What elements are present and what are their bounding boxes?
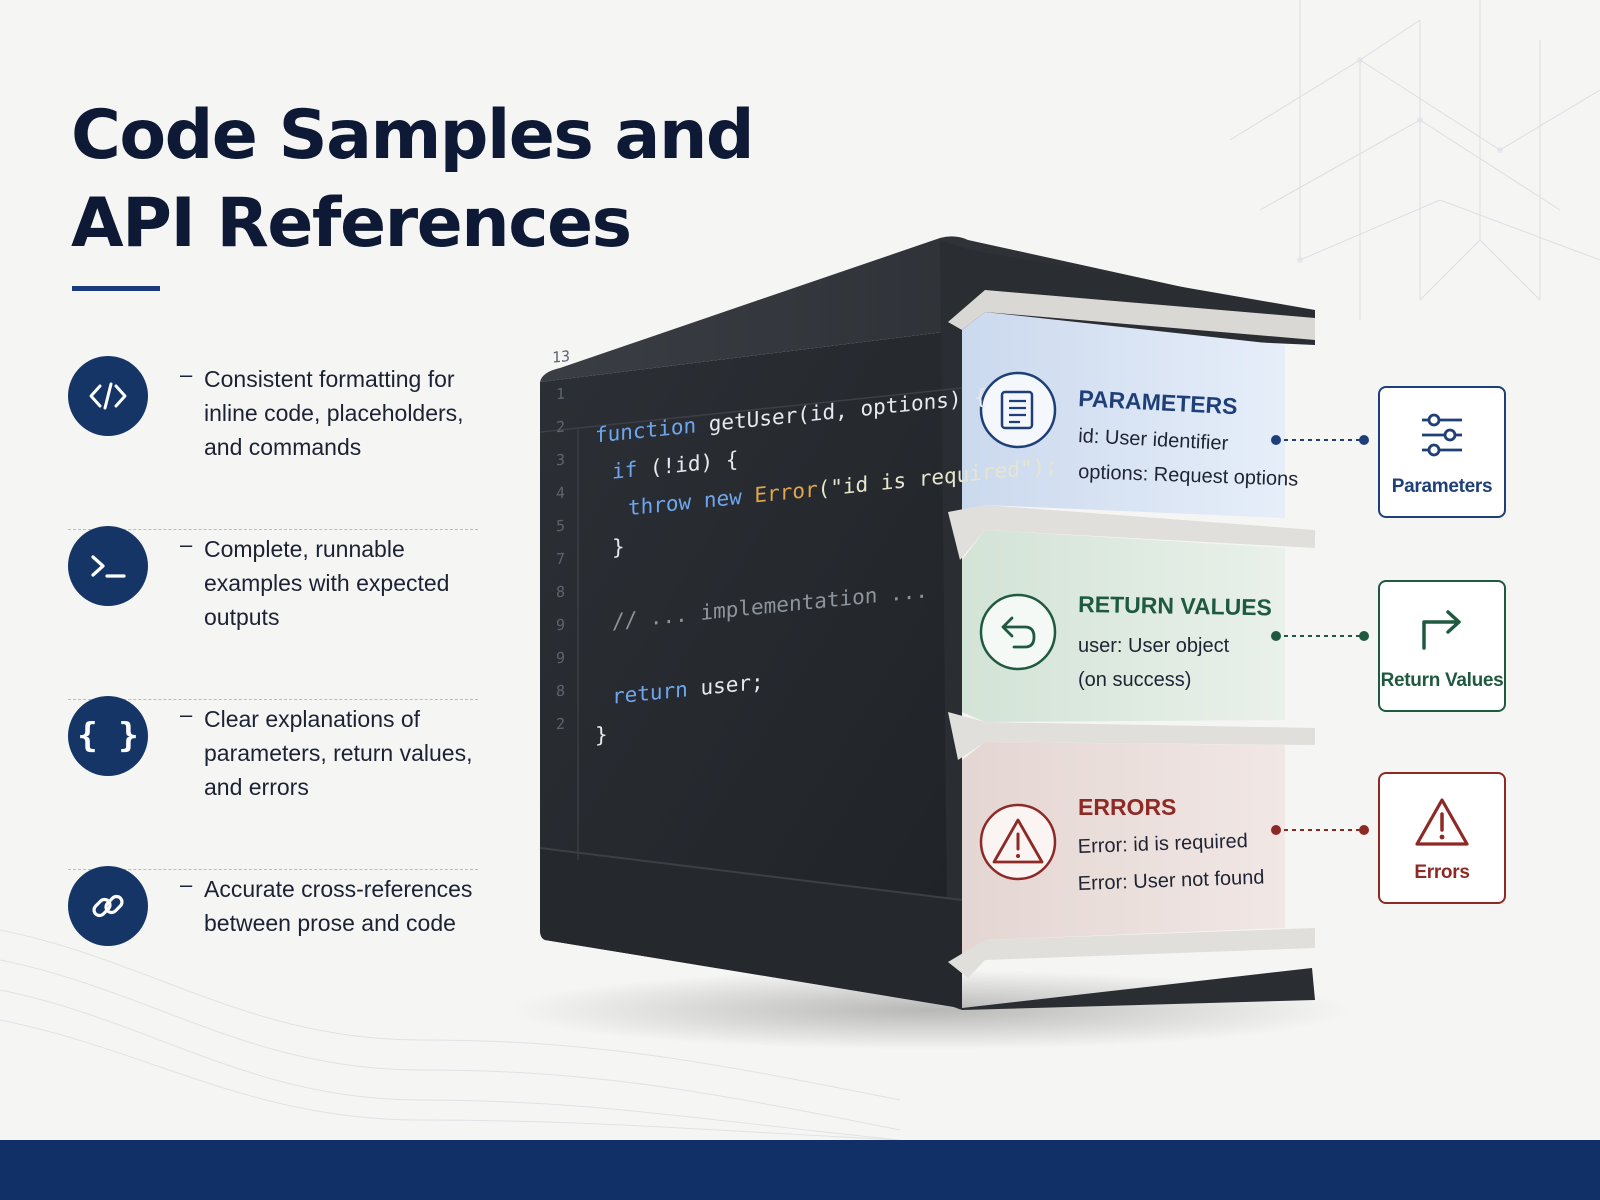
bullet-dash: – <box>180 362 193 387</box>
page-title: Code Samples and API References <box>71 92 755 268</box>
code-brackets-icon <box>68 356 148 436</box>
feature-text: Accurate cross-references between prose … <box>204 876 473 936</box>
list-document-icon <box>979 371 1057 449</box>
bullet-dash: – <box>180 872 193 897</box>
connector-dot <box>1271 435 1281 445</box>
shelf-top <box>948 290 1315 340</box>
turn-right-arrow-icon <box>1380 604 1504 654</box>
warning-triangle-icon <box>979 803 1057 881</box>
errors-card[interactable]: Errors <box>1378 772 1506 904</box>
parameters-panel <box>962 312 1285 518</box>
block-top-face <box>540 236 1310 382</box>
return-values-card[interactable]: Return Values <box>1378 580 1506 712</box>
connector-dot <box>1359 435 1369 445</box>
footer-bar <box>0 1140 1600 1200</box>
connector-dot <box>1271 825 1281 835</box>
terminal-prompt-icon <box>68 526 148 606</box>
shelf-bottom <box>948 928 1315 978</box>
line-number: 9 <box>556 649 565 668</box>
line-number: 8 <box>556 682 565 701</box>
feature-item-explanations: { } – Clear explanations of parameters, … <box>68 696 478 870</box>
warning-triangle-icon <box>1380 796 1504 848</box>
return-values-title: RETURN VALUES <box>1078 591 1272 620</box>
block-base-edge <box>539 847 963 901</box>
errors-title: ERRORS <box>1078 794 1176 820</box>
line-number: 1 <box>556 385 565 404</box>
code-line: } <box>595 721 608 747</box>
title-line-1: Code Samples and <box>71 96 755 175</box>
connector-dot <box>1359 631 1369 641</box>
errors-panel <box>962 742 1285 960</box>
line-number: 2 <box>556 418 565 437</box>
feature-list: – Consistent formatting for inline code,… <box>68 356 478 1040</box>
code-line: } <box>612 534 625 560</box>
line-number: 3 <box>556 451 565 470</box>
connector-dot <box>1271 631 1281 641</box>
block-front-face <box>540 330 960 1008</box>
bullet-dash: – <box>180 532 193 557</box>
title-underline <box>72 286 160 291</box>
feature-text: Consistent formatting for inline code, p… <box>204 366 464 460</box>
feature-item-cross-references: – Accurate cross-references between pros… <box>68 866 478 1040</box>
link-chain-icon <box>68 866 148 946</box>
connector-dot <box>1359 825 1369 835</box>
line-number: 4 <box>556 484 565 503</box>
return-arrow-icon <box>979 593 1057 671</box>
title-line-2: API References <box>71 184 632 263</box>
feature-text: Clear explanations of parameters, return… <box>204 706 473 800</box>
shelf-1 <box>948 505 1315 560</box>
shelf-2 <box>948 712 1315 760</box>
errors-card-label: Errors <box>1414 862 1470 883</box>
line-number: 8 <box>556 583 565 602</box>
editor-header-line-number: 13 <box>552 347 570 367</box>
line-number: 2 <box>556 715 565 734</box>
line-number: 9 <box>556 616 565 635</box>
feature-text: Complete, runnable examples with expecte… <box>204 536 450 630</box>
sliders-icon <box>1380 410 1504 460</box>
return-values-line: (on success) <box>1078 669 1191 691</box>
editor-header-divider <box>539 387 963 433</box>
parameters-card-label: Parameters <box>1391 476 1493 497</box>
bullet-dash: – <box>180 702 193 727</box>
return-values-card-label: Return Values <box>1380 670 1504 691</box>
return-values-line: user: User object <box>1078 635 1230 657</box>
feature-item-formatting: – Consistent formatting for inline code,… <box>68 356 478 530</box>
line-number: 5 <box>556 517 565 536</box>
feature-item-examples: – Complete, runnable examples with expec… <box>68 526 478 700</box>
line-number: 7 <box>556 550 565 569</box>
parameters-card[interactable]: Parameters <box>1378 386 1506 518</box>
curly-braces-icon: { } <box>68 696 148 776</box>
return-values-panel <box>962 530 1285 722</box>
